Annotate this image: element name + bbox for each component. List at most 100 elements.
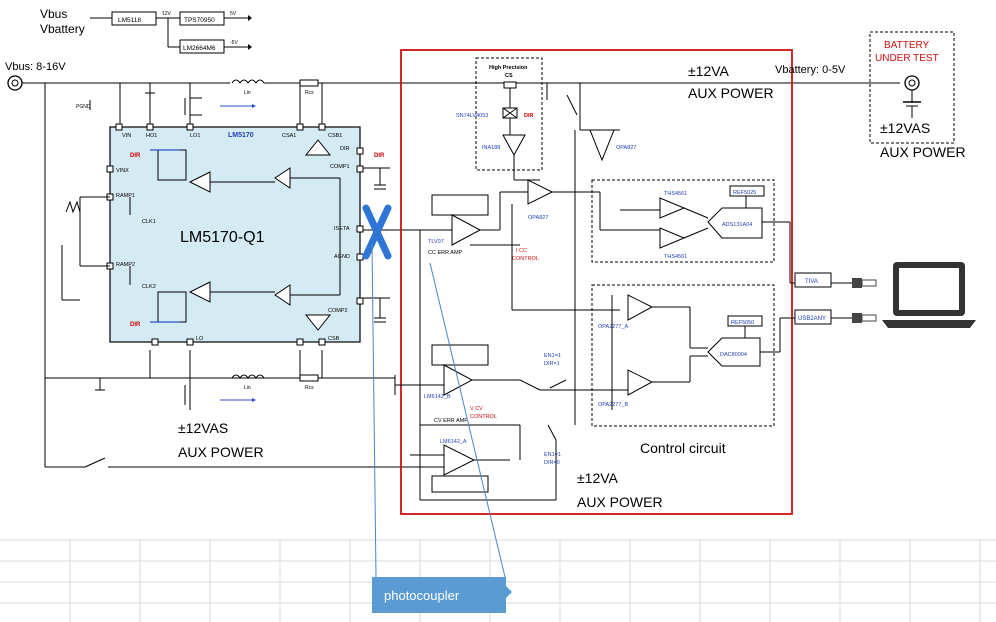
svg-text:REF5050: REF5050 <box>731 320 754 326</box>
svg-text:THS4561: THS4561 <box>664 191 687 197</box>
lm5170-q1-label: LM5170-Q1 <box>180 229 265 246</box>
svg-text:LO1: LO1 <box>190 133 200 139</box>
svg-text:EN1=1: EN1=1 <box>544 353 561 359</box>
top-mosfets <box>89 83 323 410</box>
svg-text:CSA1: CSA1 <box>282 133 296 139</box>
lm2664-label: LM2664M6 <box>183 45 216 52</box>
svg-text:SN74LV4053: SN74LV4053 <box>456 113 488 119</box>
lm5170-chip <box>109 126 361 343</box>
battery-line-2: UNDER TEST <box>875 53 939 64</box>
vbattery-label: Vbattery <box>40 22 85 36</box>
aux-va-top-1: ±12VA <box>688 63 730 79</box>
svg-text:High Precision: High Precision <box>489 65 528 71</box>
svg-text:LM6142_B: LM6142_B <box>424 394 451 400</box>
svg-text:DIR: DIR <box>340 146 350 152</box>
control-circuit-label: Control circuit <box>640 440 726 456</box>
dir-label-1: DIR <box>130 153 141 159</box>
svg-text:CONTROL: CONTROL <box>512 256 539 262</box>
svg-text:RAMP2: RAMP2 <box>116 262 135 268</box>
ads131a04-box <box>707 207 763 239</box>
vbus-rail: Vbus: 8-16V Lin Rcs Lin Rcs <box>5 61 900 468</box>
dac-box <box>591 284 775 427</box>
photocoupler-box <box>372 577 506 613</box>
svg-text:V CV: V CV <box>470 406 483 412</box>
dir-label-3: DIR <box>374 153 385 159</box>
aux-va-top-2: AUX POWER <box>688 85 774 101</box>
tiva-label: TIVA <box>805 279 818 285</box>
usb2any-label: USB2ANY <box>798 316 826 322</box>
svg-text:Lin: Lin <box>244 385 251 391</box>
svg-text:VINX: VINX <box>116 168 129 174</box>
svg-text:-5V: -5V <box>230 40 238 46</box>
aux-va-bottom-1: ±12VA <box>577 470 619 486</box>
opa827-amp <box>527 179 554 205</box>
opa2277-b-amp <box>627 369 654 396</box>
power-chain: Vbus Vbattery LM5118 12V TPS70950 5V LM2… <box>40 7 252 54</box>
ref5025-box <box>729 185 765 197</box>
svg-text:DIR=0: DIR=0 <box>544 460 560 466</box>
svg-text:COMP1: COMP1 <box>330 164 350 170</box>
ths4561-amp-b <box>659 227 686 249</box>
photocoupler-callout: photocoupler <box>371 243 512 613</box>
svg-text:AGND: AGND <box>334 254 350 260</box>
svg-text:CLK1: CLK1 <box>142 219 156 225</box>
svg-text:LO: LO <box>196 336 204 342</box>
svg-text:DIR: DIR <box>524 113 534 119</box>
svg-text:CS: CS <box>505 73 513 79</box>
svg-text:CSB: CSB <box>328 336 340 342</box>
opa2277-a-amp <box>627 294 654 321</box>
svg-text:CC ERR AMP: CC ERR AMP <box>428 250 463 256</box>
usb-plug-icon <box>852 278 877 323</box>
dir-label-2: DIR <box>130 322 141 328</box>
opa827-amp-b <box>589 129 615 162</box>
tiva-box <box>794 272 832 288</box>
svg-text:CSB1: CSB1 <box>328 133 342 139</box>
adc-box <box>591 179 775 263</box>
lm5170-block: LM5170 LM5170-Q1 VIN HO1 LO1 CSA1 CSB1 V… <box>61 104 420 346</box>
svg-text:OPA2277_B: OPA2277_B <box>598 402 629 408</box>
svg-text:ISETA: ISETA <box>334 226 350 232</box>
svg-text:THS4561: THS4561 <box>664 254 687 260</box>
svg-text:OPA827: OPA827 <box>528 215 548 221</box>
vbus-label: Vbus <box>40 7 67 21</box>
svg-text:CLK2: CLK2 <box>142 284 156 290</box>
svg-text:DIR=1: DIR=1 <box>544 361 560 367</box>
svg-text:REF5025: REF5025 <box>733 190 756 196</box>
lm6142-a-amp <box>443 444 476 476</box>
vbus-range-label: Vbus: 8-16V <box>5 61 66 73</box>
svg-text:TLV07: TLV07 <box>428 239 444 245</box>
svg-text:INA188: INA188 <box>482 145 500 151</box>
svg-text:PGND: PGND <box>76 104 91 110</box>
svg-text:Rcs: Rcs <box>305 385 314 391</box>
battery-line-1: BATTERY <box>884 40 930 51</box>
svg-text:CONTROL: CONTROL <box>470 414 497 420</box>
aux-vas-right-2: AUX POWER <box>880 144 966 160</box>
svg-text:Lin: Lin <box>244 90 251 96</box>
laptop-icon <box>882 262 976 328</box>
tlv07-amp <box>451 214 482 246</box>
svg-text:I CC: I CC <box>516 248 527 254</box>
svg-text:EN1=1: EN1=1 <box>544 452 561 458</box>
svg-text:DAC80004: DAC80004 <box>720 352 747 358</box>
svg-text:LM6142_A: LM6142_A <box>440 439 467 445</box>
svg-text:OPA2277_A: OPA2277_A <box>598 324 629 330</box>
svg-text:COMP2: COMP2 <box>328 308 348 314</box>
aux-vas-left-1: ±12VAS <box>178 420 228 436</box>
photocoupler-label: photocoupler <box>384 588 460 603</box>
lm5118-label: LM5118 <box>118 17 141 24</box>
aux-vas-right-1: ±12VAS <box>880 120 930 136</box>
tps70950-label: TPS70950 <box>184 17 215 24</box>
aux-vas-left-2: AUX POWER <box>178 444 264 460</box>
battery-box <box>869 31 955 144</box>
ths4561-amp-a <box>659 197 686 219</box>
control-boundary <box>400 49 793 515</box>
usb2any-box <box>794 309 832 325</box>
vbattery-range-label: Vbattery: 0-5V <box>775 64 846 76</box>
high-precision-cs-box <box>475 57 543 171</box>
svg-text:CV ERR AMP: CV ERR AMP <box>434 418 468 424</box>
lm5170-title: LM5170 <box>228 132 254 139</box>
aux-va-bottom-2: AUX POWER <box>577 494 663 510</box>
svg-text:Rcs: Rcs <box>305 90 314 96</box>
